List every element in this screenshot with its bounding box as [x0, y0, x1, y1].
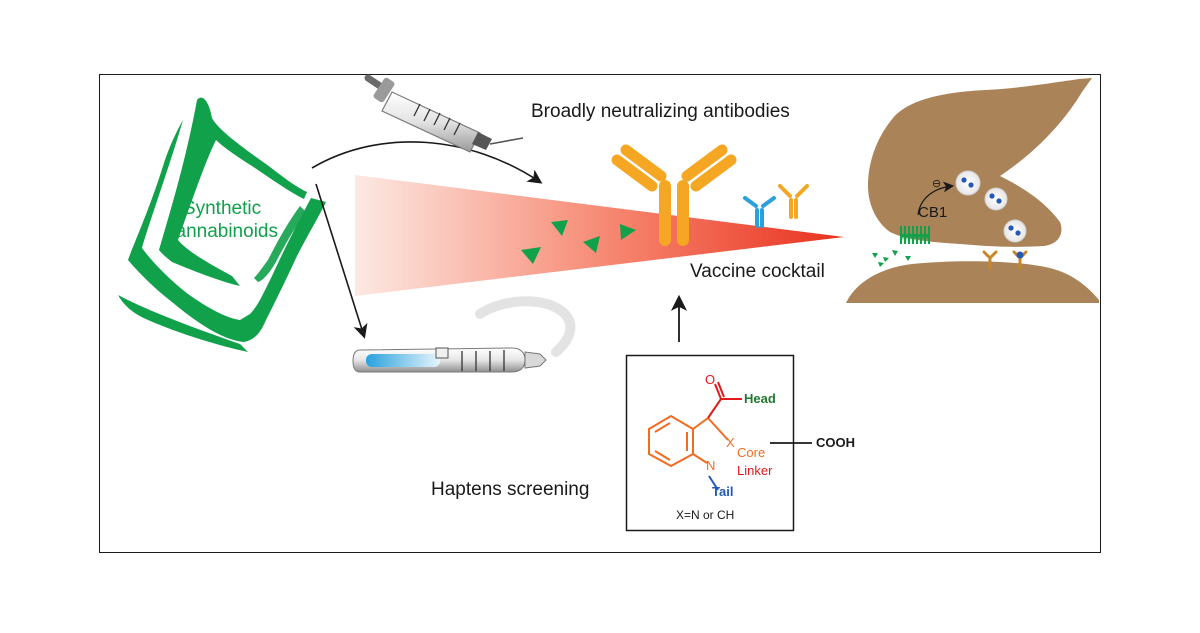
cb1-label: CB1 — [918, 204, 948, 221]
antibody-large-icon — [611, 144, 737, 246]
inhibition-arrow — [917, 181, 955, 216]
e-cigarette-icon — [352, 347, 547, 373]
synthetic-cannabinoids-label: Synthetic cannabinoids — [162, 198, 282, 244]
syringe-icon — [364, 74, 524, 153]
bound-molecule-icon — [1016, 251, 1024, 259]
cannabinoid-molecule-icons — [521, 220, 636, 264]
smoke-icon — [475, 296, 576, 357]
hapten-head-carbonyl — [707, 381, 742, 419]
synthetic-label: Synthetic — [182, 198, 262, 219]
antibody-orange-small-icon — [778, 184, 809, 219]
cannabinoids-label: cannabinoids — [166, 220, 278, 242]
hapten-core-label: Core — [737, 445, 766, 460]
hapten-x-note: X=N or CH — [676, 508, 735, 522]
cb1-receptor-icon — [900, 226, 930, 245]
cannabinoid-bag-icon — [118, 97, 326, 352]
hapten-head-label: Head — [744, 391, 776, 406]
hapten-cooh-label: COOH — [816, 435, 855, 450]
hapten-linker-label: Linker — [737, 463, 773, 478]
hapten-core-structure — [648, 414, 729, 468]
hapten-atom-n: N — [706, 458, 716, 473]
haptens-screening-label: Haptens screening — [431, 479, 590, 500]
hapten-tail-label: Tail — [712, 484, 734, 499]
presynaptic-neuron — [868, 78, 1092, 247]
hapten-atom-x: X — [726, 435, 735, 450]
arrow-to-ecig — [315, 183, 368, 339]
cannabinoid-bag-inner-icon — [254, 206, 306, 282]
hapten-atom-o: O — [705, 372, 716, 387]
vaccine-cone — [355, 175, 844, 296]
antibody-blue-icon — [743, 196, 776, 228]
vaccine-cocktail-label: Vaccine cocktail — [690, 261, 825, 282]
figure-frame — [99, 74, 1101, 553]
hapten-tail-bond — [708, 475, 719, 491]
arrow-to-cone — [311, 141, 543, 184]
inhibition-symbol: ⊖ — [932, 178, 942, 190]
cannabinoid-dot-icons — [872, 250, 911, 267]
title-label: Broadly neutralizing antibodies — [531, 101, 790, 122]
vesicle-icons — [955, 170, 1027, 243]
hapten-box — [625, 354, 795, 532]
postsynaptic-neuron — [846, 261, 1099, 303]
